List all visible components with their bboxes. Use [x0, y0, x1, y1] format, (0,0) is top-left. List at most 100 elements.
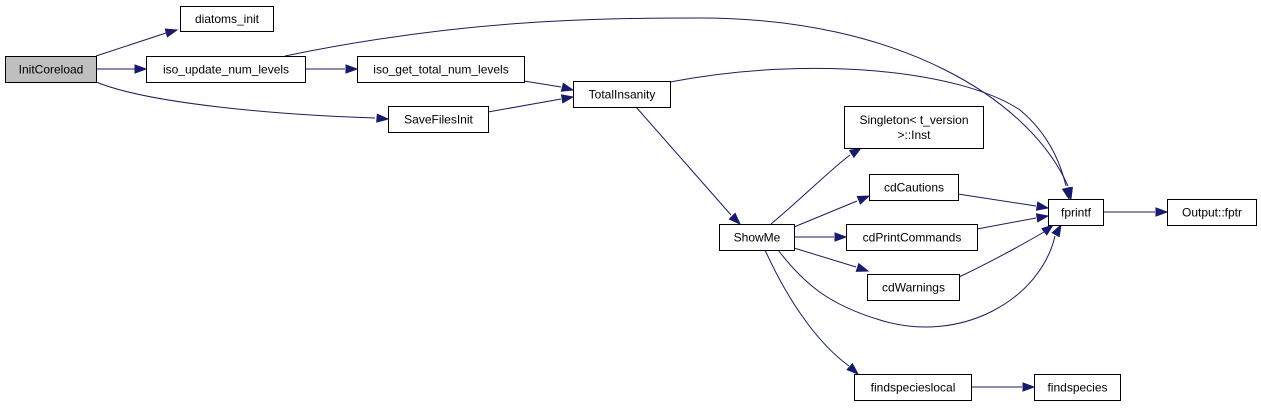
node-box: [146, 56, 306, 83]
edge-showme-to-findspecieslocal: [764, 249, 860, 375]
node-box: [1048, 199, 1104, 226]
node-label: iso_get_total_num_levels: [373, 63, 508, 77]
edge-line: [770, 154, 851, 225]
edge-line: [95, 32, 167, 57]
arrowhead: [728, 212, 742, 226]
node-box: [180, 6, 274, 32]
node-label: findspecieslocal: [871, 381, 956, 395]
arrowhead: [848, 147, 863, 159]
arrowhead: [1035, 213, 1050, 223]
node-box: [844, 106, 984, 149]
edge-showme-to-singleton: [770, 147, 863, 225]
edge-line: [777, 235, 1056, 328]
edge-line: [669, 67, 1067, 187]
node-label: diatoms_init: [195, 12, 260, 26]
arrowhead: [855, 262, 870, 272]
edge-showme-to-fprintf: [777, 223, 1062, 328]
edge-iso-update-num-levels-to-iso-get-total-num-levels: [305, 64, 359, 74]
edges-layer: [95, 17, 1169, 392]
arrowhead: [134, 64, 148, 74]
node-iso-update-num-levels[interactable]: iso_update_num_levels: [146, 56, 306, 83]
node-label: TotalInsanity: [589, 88, 656, 102]
node-fprintf[interactable]: fprintf: [1048, 199, 1104, 226]
arrowhead: [1155, 207, 1169, 217]
node-label: InitCoreload: [19, 63, 84, 77]
node-box: [357, 56, 525, 83]
edge-cdprintcommands-to-fprintf: [976, 213, 1050, 230]
edge-showme-to-cdwarnings: [793, 247, 870, 272]
node-label: cdWarnings: [882, 281, 945, 295]
node-cdprintcommands[interactable]: cdPrintCommands: [846, 224, 978, 251]
arrowhead: [1022, 382, 1036, 392]
node-initcoreload[interactable]: InitCoreload: [5, 56, 97, 83]
edge-initcoreload-to-savefilesinit: [95, 81, 390, 123]
edge-line: [793, 200, 858, 228]
node-label: iso_update_num_levels: [163, 63, 289, 77]
node-box: [573, 81, 671, 108]
edge-initcoreload-to-diatoms-init: [95, 28, 179, 57]
arrowhead: [560, 82, 575, 92]
node-box: [1167, 199, 1257, 226]
edge-line: [793, 247, 857, 268]
node-box: [1034, 374, 1121, 401]
node-label: >::Inst: [897, 128, 931, 142]
edge-initcoreload-to-iso-update-num-levels: [96, 64, 148, 74]
node-box: [719, 224, 795, 251]
node-box: [5, 56, 97, 83]
arrowhead: [856, 195, 871, 205]
node-label: SaveFilesInit: [404, 113, 473, 127]
node-singleton[interactable]: Singleton< t_version>::Inst: [844, 106, 984, 149]
node-totalinsanity[interactable]: TotalInsanity: [573, 81, 671, 108]
arrowhead: [1051, 223, 1062, 238]
arrowhead: [1041, 224, 1055, 236]
node-label: cdCautions: [884, 181, 944, 195]
edge-savefilesinit-to-totalinsanity: [487, 94, 575, 113]
edge-findspecieslocal-to-findspecies: [971, 382, 1036, 392]
edge-line: [95, 81, 376, 119]
edge-cdwarnings-to-fprintf: [958, 224, 1055, 278]
arrowhead: [846, 362, 860, 375]
node-cdwarnings[interactable]: cdWarnings: [867, 274, 960, 301]
node-findspecieslocal[interactable]: findspecieslocal: [854, 374, 972, 401]
edge-totalinsanity-to-fprintf: [669, 67, 1071, 201]
node-box: [846, 224, 978, 251]
node-iso-get-total-num-levels[interactable]: iso_get_total_num_levels: [357, 56, 525, 83]
edge-iso-get-total-num-levels-to-totalinsanity: [523, 80, 575, 92]
node-findspecies[interactable]: findspecies: [1034, 374, 1121, 401]
node-label: Output::fptr: [1182, 206, 1242, 220]
edge-fprintf-to-output-fptr: [1103, 207, 1169, 217]
arrowhead: [164, 28, 179, 38]
edge-cdcautions-to-fprintf: [957, 193, 1050, 211]
arrowhead: [345, 64, 359, 74]
edge-line: [958, 231, 1045, 278]
node-showme[interactable]: ShowMe: [719, 224, 795, 251]
edge-totalinsanity-to-showme: [635, 106, 742, 226]
arrowhead: [376, 113, 390, 123]
nodes-layer: InitCoreload diatoms_init iso_update_num_l…: [5, 6, 1257, 401]
edge-line: [523, 80, 562, 88]
edge-line: [635, 106, 732, 216]
node-cdcautions[interactable]: cdCautions: [869, 174, 959, 201]
edge-line: [487, 98, 562, 113]
arrowhead: [834, 232, 848, 242]
node-box: [869, 174, 959, 201]
node-label: fprintf: [1061, 206, 1092, 220]
node-label: ShowMe: [734, 231, 781, 245]
node-savefilesinit[interactable]: SaveFilesInit: [388, 106, 489, 133]
arrowhead: [1035, 201, 1050, 211]
edge-line: [764, 249, 850, 367]
arrowhead: [560, 94, 575, 104]
node-box: [867, 274, 960, 301]
node-diatoms-init[interactable]: diatoms_init: [180, 6, 274, 32]
node-output-fptr[interactable]: Output::fptr: [1167, 199, 1257, 226]
arrowhead: [1061, 186, 1071, 201]
edge-showme-to-cdprintcommands: [794, 232, 848, 242]
node-box: [388, 106, 489, 133]
edge-showme-to-cdcautions: [793, 195, 871, 228]
node-label: cdPrintCommands: [863, 231, 962, 245]
edge-line: [957, 193, 1037, 207]
node-label: Singleton< t_version: [859, 113, 968, 127]
node-label: findspecies: [1047, 381, 1107, 395]
edge-line: [284, 17, 1069, 187]
